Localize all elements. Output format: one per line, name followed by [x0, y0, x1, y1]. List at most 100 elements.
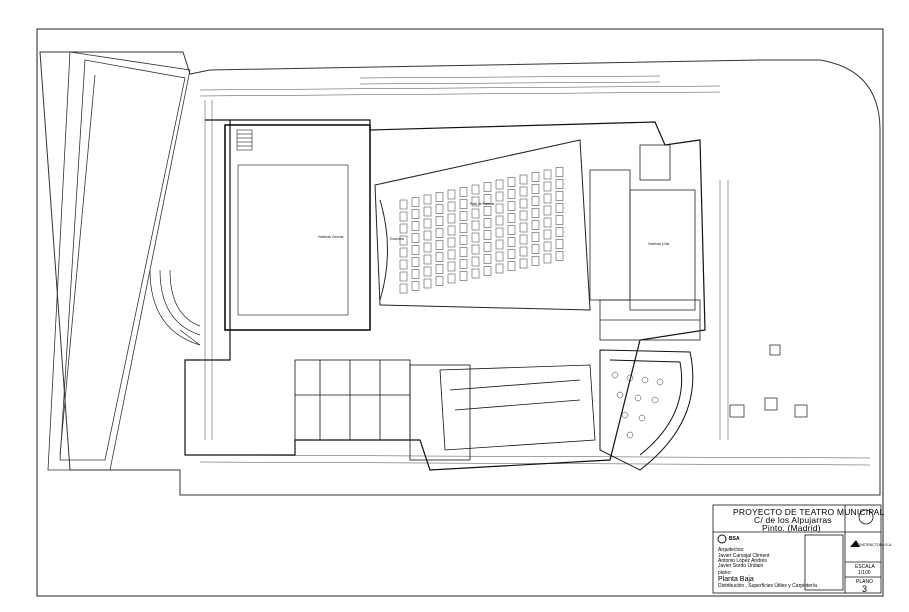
- seat-row-segment: [471, 196, 480, 207]
- seat-row-segment: [423, 194, 432, 205]
- seat-row-segment: [399, 211, 408, 222]
- seat-row-segment: [399, 283, 408, 294]
- stair-top: [236, 129, 253, 151]
- seat-row-segment: [423, 266, 432, 277]
- seat-row-segment: [399, 247, 408, 258]
- seat-row-segment: [495, 263, 504, 274]
- seat-row-segment: [543, 205, 552, 216]
- seat-row-segment: [399, 223, 408, 234]
- seat-row-segment: [507, 225, 516, 235]
- seat-row-segment: [411, 257, 420, 267]
- seat-row-segment: [399, 271, 408, 282]
- seat-row-segment: [507, 261, 516, 271]
- seat-row-segment: [459, 235, 468, 245]
- seat-row-segment: [471, 184, 480, 195]
- site-markers: [729, 344, 808, 418]
- seat-row-segment: [435, 216, 444, 226]
- seat-row-segment: [543, 241, 552, 252]
- seat-row-segment: [495, 203, 504, 214]
- architect-3: Javier Sordo Urdiain: [718, 563, 764, 569]
- room-label-audience: Patio de Butacas: [470, 202, 495, 206]
- seat-row-segment: [531, 196, 540, 206]
- seat-row-segment: [519, 186, 528, 197]
- seat-row-segment: [531, 256, 540, 266]
- seat-row-segment: [411, 245, 420, 255]
- seat-row-segment: [495, 191, 504, 202]
- seat-row-segment: [519, 210, 528, 221]
- street-band: [47, 51, 191, 471]
- seat-row-segment: [483, 206, 492, 216]
- room-labels: Vestíbulo General Escenario Patio de But…: [318, 202, 670, 246]
- seat-row-segment: [423, 230, 432, 241]
- cafe-table: [638, 414, 646, 422]
- seat-row-segment: [507, 237, 516, 247]
- cafe-table: [616, 391, 624, 399]
- seat-row-segment: [531, 172, 540, 182]
- seat-row-segment: [411, 233, 420, 243]
- seat-row-segment: [423, 218, 432, 229]
- seat-row-segment: [531, 244, 540, 254]
- seat-row-segment: [459, 211, 468, 221]
- company-logo-text: CONSTRUCTORA S.A.: [855, 543, 892, 547]
- seat-row-segment: [507, 249, 516, 259]
- cafe-table: [626, 431, 634, 439]
- seat-row-segment: [471, 244, 480, 255]
- seat-row-segment: [423, 206, 432, 217]
- seat-row-segment: [447, 249, 456, 260]
- seat-row-segment: [471, 220, 480, 231]
- plan-heading: plano:: [718, 570, 732, 576]
- cafe-wing: [599, 349, 694, 471]
- seat-row-segment: [447, 237, 456, 248]
- seat-row-segment: [555, 251, 564, 261]
- seat-row-segment: [459, 259, 468, 269]
- project-title-line2: C/ de los Alpujarras: [754, 515, 832, 525]
- seat-row-segment: [507, 201, 516, 211]
- seat-row-segment: [423, 254, 432, 265]
- cafe-tables: [611, 371, 664, 439]
- seat-row-segment: [507, 213, 516, 223]
- seat-row-segment: [411, 281, 420, 291]
- seat-row-segment: [555, 179, 564, 189]
- seat-row-segment: [399, 235, 408, 246]
- seat-row-segment: [435, 192, 444, 202]
- seat-row-segment: [483, 182, 492, 192]
- project-title-line1: PROYECTO DE TEATRO MUNICIPAL: [733, 507, 885, 517]
- seat-row-segment: [435, 204, 444, 214]
- seat-row-segment: [483, 254, 492, 264]
- seat-row-segment: [519, 198, 528, 209]
- building-outline: [184, 119, 706, 471]
- cafe-table: [634, 394, 642, 402]
- seat-row-segment: [471, 256, 480, 267]
- cafe-table: [611, 371, 619, 379]
- seat-row-segment: [543, 193, 552, 204]
- scale-label: ESCALA: [855, 564, 875, 570]
- seat-row-segment: [555, 239, 564, 249]
- seat-row-segment: [435, 228, 444, 238]
- seat-row-segment: [459, 271, 468, 281]
- seat-row-segment: [555, 227, 564, 237]
- firm-logo-text: BSA: [729, 536, 740, 542]
- seat-row-segment: [531, 208, 540, 218]
- seat-row-segment: [435, 276, 444, 286]
- seat-row-segment: [519, 234, 528, 245]
- seat-row-segment: [459, 223, 468, 233]
- cafe-table: [656, 378, 664, 386]
- seat-row-segment: [435, 240, 444, 250]
- cafe-table: [641, 376, 649, 384]
- seat-row-segment: [483, 242, 492, 252]
- seat-row-segment: [555, 215, 564, 225]
- seat-row-segment: [519, 222, 528, 233]
- seat-row-segment: [507, 189, 516, 199]
- seat-row-segment: [447, 273, 456, 284]
- seat-row-segment: [459, 187, 468, 197]
- plan-subtitle: Distribución , Superficies Útiles y Carp…: [718, 583, 817, 589]
- scale-value: 1/100: [858, 570, 871, 576]
- cafe-table: [651, 396, 659, 404]
- seat-row-segment: [411, 209, 420, 219]
- seat-row-segment: [495, 215, 504, 226]
- seat-row-segment: [519, 174, 528, 185]
- seat-row-segment: [423, 278, 432, 289]
- seat-row-segment: [471, 208, 480, 219]
- room-label-side-hall: Vestíbulo y Bar: [648, 242, 670, 246]
